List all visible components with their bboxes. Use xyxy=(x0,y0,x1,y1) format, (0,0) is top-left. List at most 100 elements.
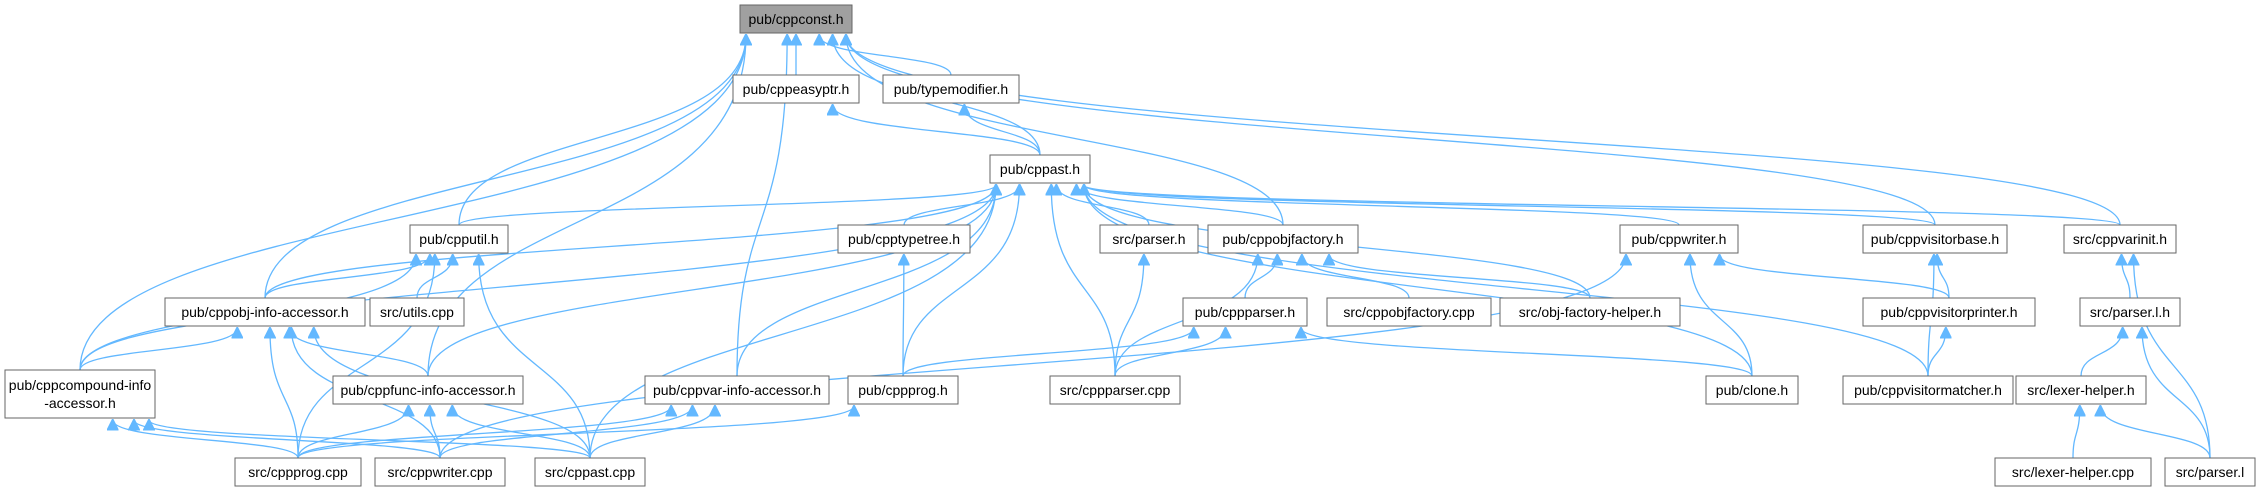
edge-cppvisitormatcher-to-cppvisitorprinter xyxy=(1927,328,1946,377)
node-cppfuncinfo[interactable]: pub/cppfunc-info-accessor.h xyxy=(332,375,524,405)
node-parser-l-h[interactable]: src/parser.l.h xyxy=(2079,297,2181,327)
node-clone[interactable]: pub/clone.h xyxy=(1705,375,1799,405)
node-cpptypetree[interactable]: pub/cpptypetree.h xyxy=(837,224,971,254)
node-label: pub/cppconst.h xyxy=(749,11,844,27)
node-box xyxy=(2015,375,2147,405)
node-cppobjinfo[interactable]: pub/cppobj-info-accessor.h xyxy=(164,297,366,327)
node-label: pub/cppparser.h xyxy=(1195,304,1295,320)
edge-parser_l-to-parser_l_h xyxy=(2142,328,2211,459)
node-box xyxy=(409,224,509,254)
node-label: pub/typemodifier.h xyxy=(894,81,1008,97)
edge-cppast_cpp-to-cppcompound xyxy=(149,420,591,459)
edge-cppcompound-to-cppobjinfo xyxy=(79,328,237,371)
edge-clone-to-cppparser_h xyxy=(1301,328,1753,377)
node-label: pub/cppobj-info-accessor.h xyxy=(181,304,348,320)
node-parser-l[interactable]: src/parser.l xyxy=(2164,457,2256,487)
node-cppparser-h[interactable]: pub/cppparser.h xyxy=(1182,297,1308,327)
node-box xyxy=(234,457,362,487)
edge-lexerhelper_h-to-parser_l_h xyxy=(2080,328,2123,377)
node-label: pub/cppfunc-info-accessor.h xyxy=(340,382,515,398)
node-box xyxy=(374,457,506,487)
edge-cppprog_cpp-to-cppvarinfo xyxy=(297,406,671,459)
node-box xyxy=(1499,297,1681,327)
node-box xyxy=(847,375,959,405)
node-label: src/obj-factory-helper.h xyxy=(1519,304,1661,320)
node-lexerhelper-cpp[interactable]: src/lexer-helper.cpp xyxy=(1994,457,2152,487)
edge-cppobjinfo-to-cppast_h xyxy=(264,185,996,299)
edge-cppobjfactory_cpp-to-cppobjfactory_h xyxy=(1302,255,1410,299)
node-box xyxy=(739,4,853,34)
node-cppvisitorbase[interactable]: pub/cppvisitorbase.h xyxy=(1862,224,2008,254)
node-box xyxy=(1326,297,1492,327)
edge-objfactoryhelper-to-cppobjfactory_h xyxy=(1329,255,1591,299)
node-label: pub/cppobjfactory.h xyxy=(1222,231,1343,247)
node-cppobjfactory-h[interactable]: pub/cppobjfactory.h xyxy=(1207,224,1359,254)
node-cppprog-h[interactable]: pub/cppprog.h xyxy=(847,375,959,405)
node-label: pub/cppeasyptr.h xyxy=(743,81,850,97)
edge-cppast_cpp-to-cppast_h xyxy=(589,185,996,459)
node-label: src/cppwriter.cpp xyxy=(387,464,492,480)
node-cppprog-cpp[interactable]: src/cppprog.cpp xyxy=(234,457,362,487)
node-utils[interactable]: src/utils.cpp xyxy=(369,297,465,327)
node-box xyxy=(2079,297,2181,327)
node-box xyxy=(732,74,860,104)
node-cppconst[interactable]: pub/cppconst.h xyxy=(739,4,853,34)
edge-cppparser_cpp-to-cppparser_h xyxy=(1114,328,1226,377)
node-label: src/cppvarinit.h xyxy=(2073,231,2167,247)
edge-cppast_cpp-to-cpputil xyxy=(479,255,591,459)
node-box xyxy=(837,224,971,254)
edge-cppprog_h-to-cppast_h xyxy=(902,185,1019,377)
node-label: src/cppast.cpp xyxy=(545,464,635,480)
edge-cpputil-to-cppconst xyxy=(458,35,746,226)
node-label: pub/cpptypetree.h xyxy=(848,231,960,247)
node-objfactoryhelper[interactable]: src/obj-factory-helper.h xyxy=(1499,297,1681,327)
edge-cppvisitorprinter-to-cppwriter_h xyxy=(1720,255,1950,299)
edge-cppvarinit-to-cppconst xyxy=(846,35,2121,226)
node-typemodifier[interactable]: pub/typemodifier.h xyxy=(882,74,1020,104)
node-box xyxy=(1862,297,2036,327)
edge-cppprog_h-to-cpptypetree xyxy=(903,255,904,377)
node-label: src/lexer-helper.cpp xyxy=(2012,464,2134,480)
edge-cpputil-to-cppast_h xyxy=(458,185,996,226)
node-cppast-h[interactable]: pub/cppast.h xyxy=(989,154,1091,184)
node-box xyxy=(2164,457,2256,487)
node-label: -accessor.h xyxy=(44,395,116,411)
node-box xyxy=(332,375,524,405)
node-label: pub/cppwriter.h xyxy=(1632,231,1727,247)
edge-cppparser_cpp-to-cppast_h xyxy=(1051,185,1116,377)
edge-cppfuncinfo-to-cppast_h xyxy=(427,185,996,377)
node-label: pub/cppprog.h xyxy=(858,382,948,398)
edge-cppprog_cpp-to-cppobjinfo xyxy=(270,328,299,459)
edge-parser_l-to-cppvarinit xyxy=(2134,255,2211,459)
node-cppwriter-cpp[interactable]: src/cppwriter.cpp xyxy=(374,457,506,487)
node-box xyxy=(1182,297,1308,327)
node-label: pub/cppvisitorbase.h xyxy=(1871,231,1999,247)
node-cppparser-cpp[interactable]: src/cppparser.cpp xyxy=(1049,375,1181,405)
node-parser-h[interactable]: src/parser.h xyxy=(1099,224,1199,254)
edge-cppprog_cpp-to-cppfuncinfo xyxy=(297,406,409,459)
node-label: pub/cpputil.h xyxy=(419,231,498,247)
node-cppwriter-h[interactable]: pub/cppwriter.h xyxy=(1619,224,1739,254)
node-cppvarinit[interactable]: src/cppvarinit.h xyxy=(2063,224,2177,254)
edge-cppast_h-to-cppeasyptr xyxy=(833,105,1041,156)
node-cppcompound[interactable]: pub/cppcompound-info-accessor.h xyxy=(4,369,156,419)
edge-parser_l_h-to-cppvarinit xyxy=(2122,255,2131,299)
node-cppvisitormatcher[interactable]: pub/cppvisitormatcher.h xyxy=(1842,375,2014,405)
edge-cppparser_cpp-to-parser_h xyxy=(1114,255,1144,377)
node-cpputil[interactable]: pub/cpputil.h xyxy=(409,224,509,254)
node-box xyxy=(4,369,156,419)
node-cppast-cpp[interactable]: src/cppast.cpp xyxy=(534,457,646,487)
node-cppvisitorprinter[interactable]: pub/cppvisitorprinter.h xyxy=(1862,297,2036,327)
edge-cppobjfactory_h-to-cppconst xyxy=(846,35,1284,226)
node-cppeasyptr[interactable]: pub/cppeasyptr.h xyxy=(732,74,860,104)
node-cppvarinfo[interactable]: pub/cppvar-info-accessor.h xyxy=(644,375,830,405)
node-box xyxy=(1619,224,1739,254)
edge-cppwriter_h-to-cppast_h xyxy=(1084,185,1680,226)
edge-cppcompound-to-cppast_h xyxy=(79,185,996,371)
edge-cppvisitorbase-to-cppast_h xyxy=(1084,185,1936,226)
node-box xyxy=(644,375,830,405)
edge-cppvisitorprinter-to-cppvisitorbase xyxy=(1937,255,1950,299)
node-label: pub/cppast.h xyxy=(1000,161,1080,177)
node-lexerhelper-h[interactable]: src/lexer-helper.h xyxy=(2015,375,2147,405)
node-cppobjfactory-cpp[interactable]: src/cppobjfactory.cpp xyxy=(1326,297,1492,327)
